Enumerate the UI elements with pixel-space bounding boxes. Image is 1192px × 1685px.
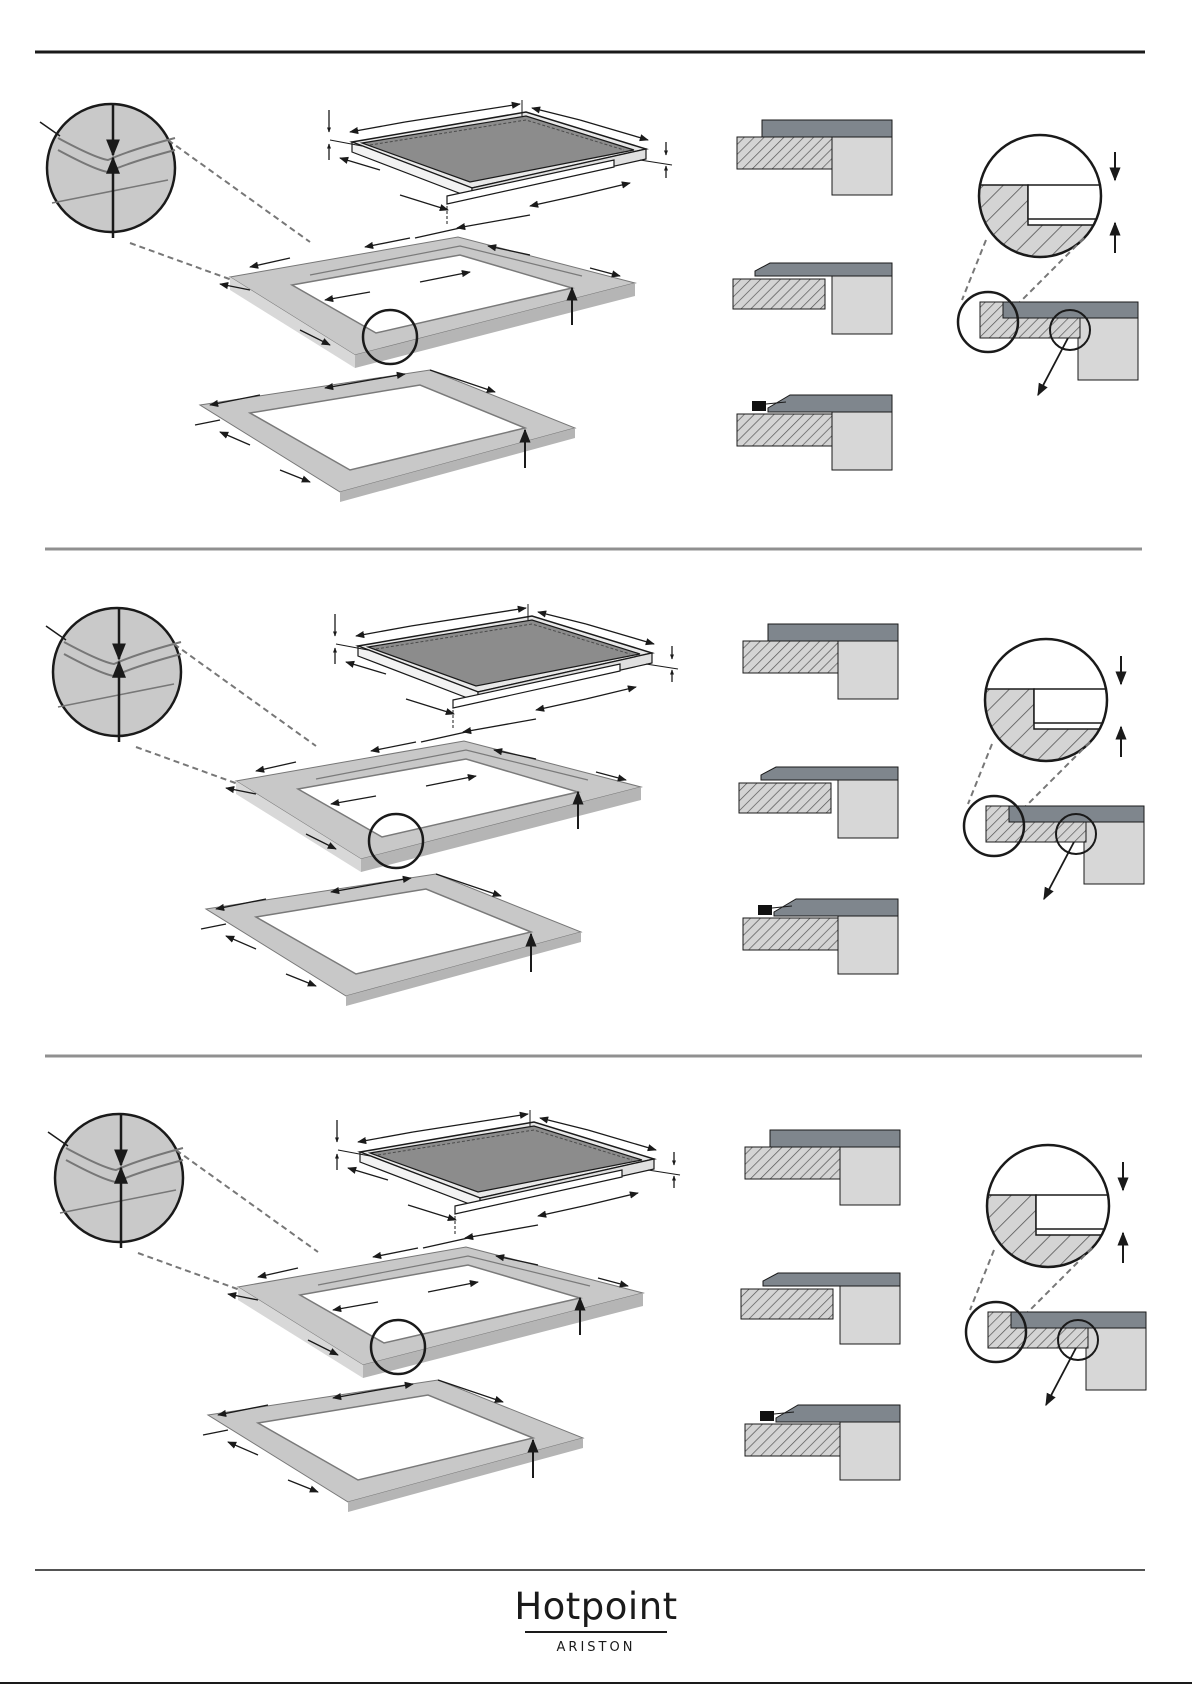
panel-variant-a [40, 100, 1138, 502]
brand-logo: Hotpoint ARISTON [446, 1585, 746, 1655]
brand-divider [525, 1631, 667, 1633]
brand-name: Hotpoint [446, 1585, 746, 1629]
panel-variant-b [46, 604, 1144, 1006]
brand-subname: ARISTON [446, 1640, 746, 1655]
panel-variant-c [48, 1110, 1146, 1512]
